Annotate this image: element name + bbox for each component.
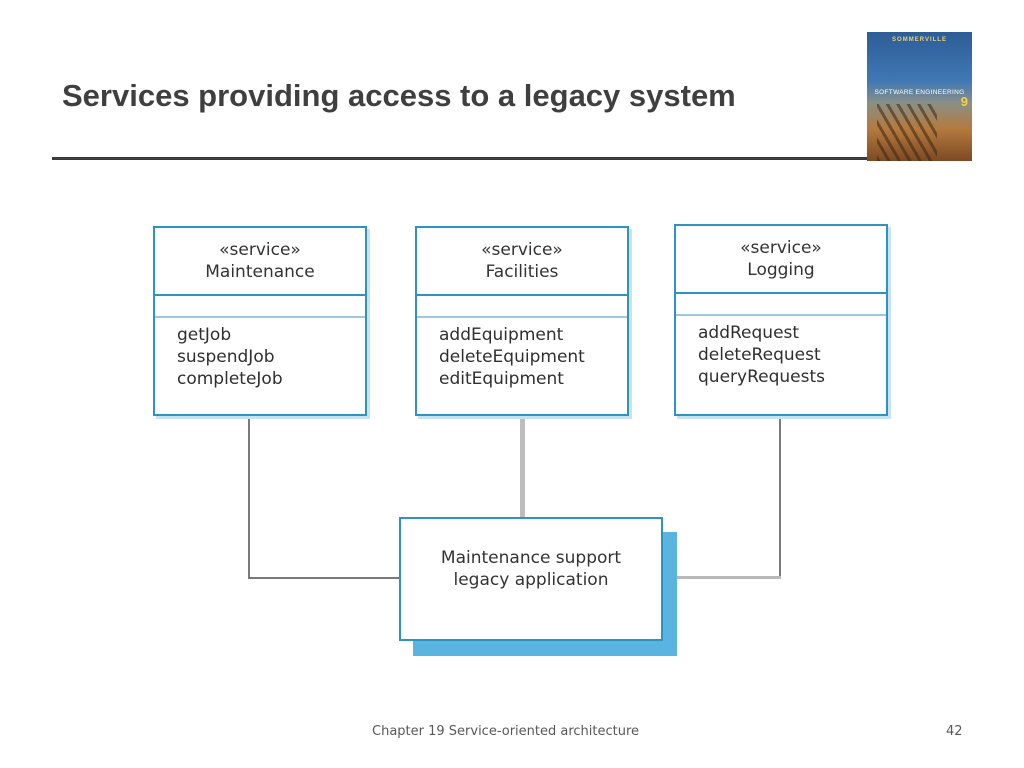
service-name: Logging — [747, 260, 815, 280]
slide-title: Services providing access to a legacy sy… — [62, 78, 736, 113]
service-maintenance: «service» Maintenance getJob suspendJob … — [153, 226, 367, 416]
operation-label: suspendJob — [177, 347, 275, 367]
connector-logging-vertical — [779, 416, 781, 579]
operation-label: editEquipment — [439, 369, 564, 389]
service-header: «service» Maintenance — [155, 228, 365, 296]
service-logging: «service» Logging addRequest deleteReque… — [674, 224, 888, 416]
operation-label: deleteRequest — [698, 345, 821, 365]
operation-label: deleteEquipment — [439, 347, 585, 367]
connector-logging-horizontal — [662, 576, 781, 579]
connector-facilities-vertical — [520, 416, 525, 518]
book-cover-author: SOMMERVILLE — [892, 37, 947, 43]
book-cover-art — [877, 104, 937, 161]
service-name: Facilities — [485, 262, 559, 282]
service-facilities: «service» Facilities addEquipment delete… — [415, 226, 629, 416]
service-name: Maintenance — [205, 262, 315, 282]
footer-chapter-title: Chapter 19 Service-oriented architecture — [372, 724, 640, 739]
service-attribute-compartment — [417, 296, 627, 318]
connector-maintenance-vertical — [248, 416, 250, 579]
service-header: «service» Logging — [676, 226, 886, 294]
book-cover-series: SOFTWARE ENGINEERING — [874, 89, 965, 96]
operation-label: queryRequests — [698, 367, 825, 387]
service-operations: getJob suspendJob completeJob — [155, 318, 365, 390]
legacy-application-box: Maintenance support legacy application — [399, 517, 663, 641]
legacy-application-label-line1: Maintenance support — [440, 548, 622, 568]
connector-maintenance-horizontal — [248, 577, 400, 579]
book-cover-image: SOMMERVILLE SOFTWARE ENGINEERING 9 — [867, 32, 972, 161]
operation-label: completeJob — [177, 369, 283, 389]
operation-label: addEquipment — [439, 325, 564, 345]
service-header: «service» Facilities — [417, 228, 627, 296]
service-stereotype: «service» — [219, 240, 301, 260]
legacy-application-label-line2: legacy application — [453, 570, 609, 590]
operation-label: addRequest — [698, 323, 800, 343]
service-operations: addEquipment deleteEquipment editEquipme… — [417, 318, 627, 390]
title-divider — [52, 157, 870, 160]
service-attribute-compartment — [155, 296, 365, 318]
service-attribute-compartment — [676, 294, 886, 316]
service-operations: addRequest deleteRequest queryRequests — [676, 316, 886, 388]
operation-label: getJob — [177, 325, 232, 345]
book-cover-edition: 9 — [960, 94, 968, 109]
service-stereotype: «service» — [740, 238, 822, 258]
footer-page-number: 42 — [946, 724, 963, 739]
service-stereotype: «service» — [481, 240, 563, 260]
